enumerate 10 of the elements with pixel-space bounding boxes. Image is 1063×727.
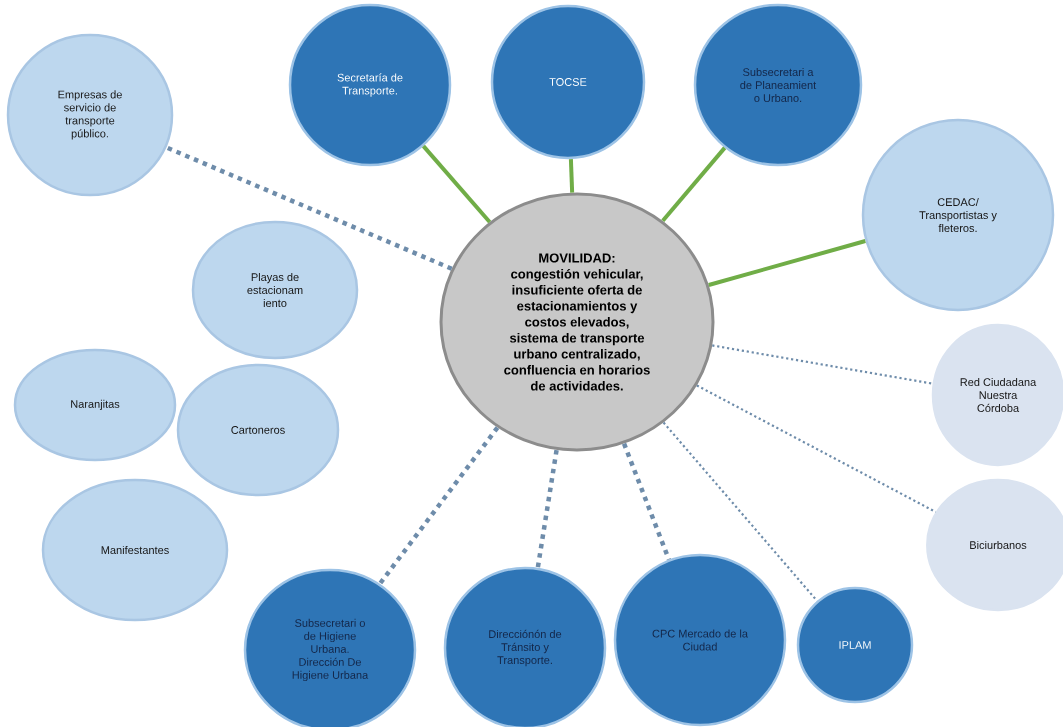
- connector-line: [165, 145, 453, 271]
- connector-line: [708, 239, 866, 287]
- connector-line: [662, 421, 818, 602]
- connector-line: [421, 144, 492, 224]
- connector-line: [661, 146, 727, 223]
- connector-line: [621, 442, 671, 561]
- connector-line: [712, 344, 933, 385]
- connector-line: [378, 426, 500, 586]
- connector-line: [568, 159, 575, 193]
- connector-line: [535, 449, 559, 569]
